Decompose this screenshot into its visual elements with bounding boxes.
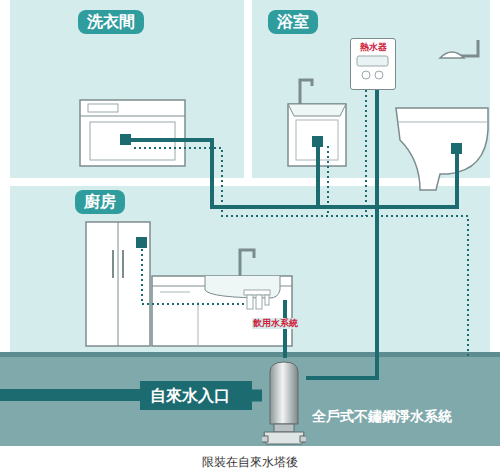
inlet-banner: 自來水入口 (140, 381, 252, 410)
shower-head (440, 40, 478, 58)
node-text: 熱水器 (351, 42, 395, 53)
wall (490, 0, 500, 352)
room-ground (0, 0, 500, 352)
wall (0, 0, 10, 352)
water-pipe (252, 390, 262, 402)
node-text: 洗衣間 (87, 13, 135, 31)
node-text: 浴室 (277, 13, 309, 31)
water-heater: 熱水器 (350, 38, 396, 90)
washing-machine (80, 100, 185, 166)
outlet-marker (120, 134, 462, 248)
toilet (396, 108, 488, 190)
room-label: 浴室 (268, 10, 318, 34)
caption: 限裝在自來水塔後 (0, 455, 500, 469)
kitchen-counter (152, 250, 292, 346)
inlet-pipe (0, 389, 142, 401)
caption-ground (0, 446, 500, 474)
filter-tank: 全戶式不鏽鋼淨水系統 (262, 358, 306, 448)
wall (244, 0, 252, 182)
hot-water-pipe (134, 90, 468, 356)
floor-line (0, 352, 500, 357)
drinking-filter (244, 290, 270, 309)
node-text: 自來水入口 (150, 386, 242, 405)
tank-drawing (262, 358, 306, 448)
node-text: 全戶式不鏽鋼淨水系統 (312, 408, 452, 425)
water-pipe (306, 90, 377, 378)
room-label: 洗衣間 (78, 10, 144, 34)
room-label: 廚房 (75, 190, 125, 214)
clean-water-pipe (126, 140, 457, 358)
ground-band (0, 352, 500, 446)
system-label: 飲用水系統 (252, 318, 299, 329)
node-text: 廚房 (84, 193, 116, 211)
refrigerator (86, 222, 150, 346)
